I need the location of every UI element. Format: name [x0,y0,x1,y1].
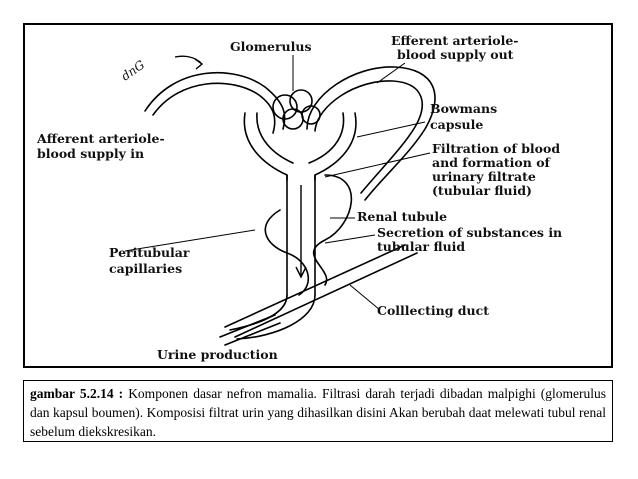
label-secretion-line2: tubular fluid [377,239,465,254]
label-glomerulus: Glomerulus [230,39,312,54]
label-peritubular-line1: Peritubular [109,245,190,260]
glomerulus-coil [272,89,321,130]
nephron-diagram: Glomerulus Efferent arteriole- blood sup… [36,33,562,362]
label-efferent-line1: Efferent arteriole- [391,33,518,48]
caption-text: Komponen dasar nefron mamalia. Filtrasi … [30,386,606,439]
label-urine-production: Urine production [157,347,278,362]
label-collecting-duct: Colllecting duct [377,303,489,318]
handwritten-mark: dnG [119,57,148,83]
label-bowmans-line1: Bowmans [430,101,497,116]
label-filtration-line1: Filtration of blood [432,141,560,156]
diagram-frame: Glomerulus Efferent arteriole- blood sup… [23,23,613,368]
label-filtration-line3: urinary filtrate [432,169,536,184]
label-filtration-line2: and formation of [432,155,552,170]
peritubular-capillaries [312,174,353,286]
label-afferent-line1: Afferent arteriole- [36,131,165,146]
caption-prefix: gambar 5.2.14 : [30,386,124,401]
label-renal-tubule: Renal tubule [357,209,447,224]
bowmans-capsule [243,112,288,181]
label-bowmans-line2: capsule [430,117,483,132]
label-afferent-line2: blood supply in [37,146,144,161]
efferent-arteriole [306,66,436,201]
collecting-duct [224,244,406,328]
label-secretion-line1: Secretion of substances in [377,225,562,240]
figure-caption: gambar 5.2.14 : Komponen dasar nefron ma… [23,380,613,442]
label-efferent-line2: blood supply out [397,47,514,62]
label-filtration-line4: (tubular fluid) [432,183,532,198]
label-peritubular-line2: capillaries [109,261,182,276]
